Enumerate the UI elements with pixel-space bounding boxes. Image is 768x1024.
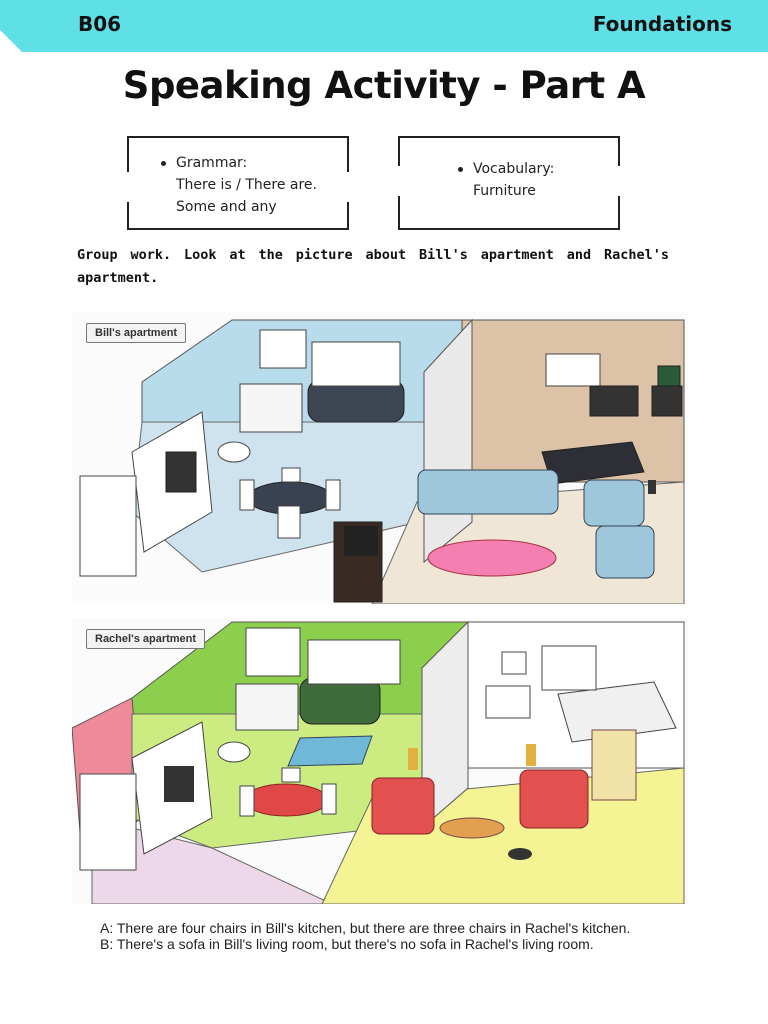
- instruction-text: Group work. Look at the picture about Bi…: [77, 247, 669, 286]
- vocabulary-line-1: Furniture: [473, 183, 536, 199]
- series-name: Foundations: [592, 12, 732, 36]
- box-left-border-bottom: [127, 202, 129, 230]
- example-sentence-b: B: There's a sofa in Bill's living room,…: [100, 936, 594, 952]
- bullet-icon: [161, 160, 166, 166]
- box-left-border-bottom: [398, 196, 400, 230]
- rachel-apartment-drawing: [71, 618, 688, 905]
- vocabulary-content: Vocabulary: Furniture: [458, 158, 554, 202]
- bill-apartment-drawing: [72, 312, 688, 605]
- header-band: B06 Foundations: [0, 0, 768, 52]
- vocabulary-box: Vocabulary: Furniture: [398, 136, 620, 230]
- box-right-border-top: [618, 136, 620, 166]
- box-top-border: [398, 136, 620, 138]
- example-sentence-a: A: There are four chairs in Bill's kitch…: [100, 920, 631, 936]
- page-title: Speaking Activity - Part A: [122, 64, 646, 107]
- box-bottom-border: [127, 228, 349, 230]
- box-right-border-top: [347, 136, 349, 172]
- grammar-heading: Grammar:: [176, 155, 248, 171]
- rachel-apartment-label: Rachel's apartment: [86, 629, 206, 649]
- box-right-border-bottom: [618, 196, 620, 230]
- box-top-border: [127, 136, 349, 138]
- box-right-border-bottom: [347, 202, 349, 230]
- grammar-line-2: Some and any: [176, 199, 277, 215]
- grammar-box: Grammar: There is / There are. Some and …: [127, 136, 349, 230]
- box-left-border-top: [398, 136, 400, 166]
- bill-apartment-label: Bill's apartment: [86, 323, 187, 343]
- bullet-icon: [458, 166, 463, 172]
- box-bottom-border: [398, 228, 620, 230]
- box-left-border-top: [127, 136, 129, 172]
- lesson-code: B06: [78, 12, 122, 36]
- grammar-content: Grammar: There is / There are. Some and …: [161, 152, 317, 218]
- rachel-apartment-illustration: Rachel's apartment: [71, 618, 688, 905]
- grammar-line-1: There is / There are.: [176, 177, 317, 193]
- header-band-shape: [0, 0, 768, 52]
- vocabulary-heading: Vocabulary:: [473, 161, 555, 177]
- bill-apartment-illustration: Bill's apartment: [72, 312, 688, 605]
